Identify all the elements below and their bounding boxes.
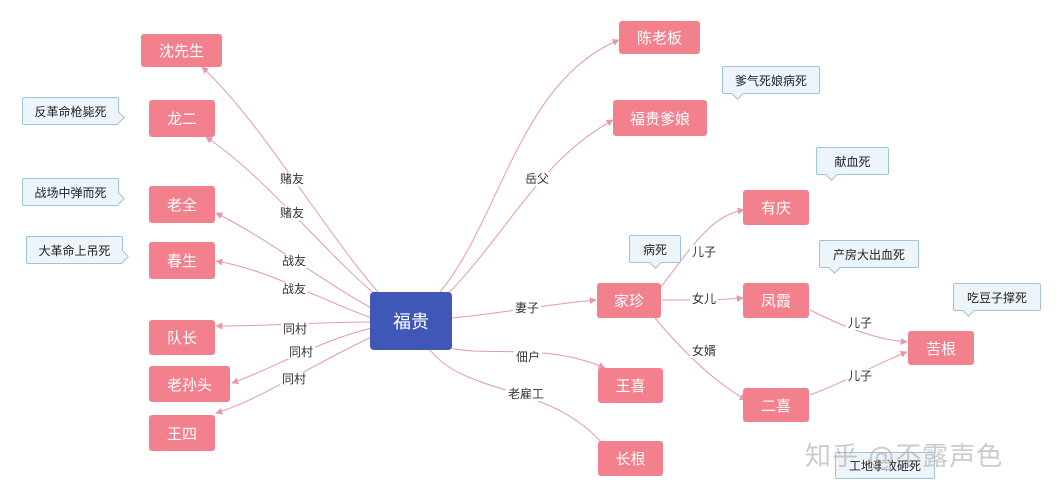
node-youqing[interactable]: 有庆	[743, 190, 809, 225]
edge-label-erzi-2: 儿子	[846, 316, 875, 330]
node-wangxi[interactable]: 王喜	[598, 368, 663, 403]
note-kugen: 吃豆子撑死	[953, 283, 1041, 311]
edge-label-dueyou-2: 赌友	[278, 206, 307, 220]
node-parents[interactable]: 福贵爹娘	[613, 100, 707, 136]
node-kugen[interactable]: 苦根	[908, 331, 974, 365]
edge-label-dianhu: 佃户	[514, 350, 543, 364]
watermark: 知乎 @不露声色	[805, 442, 1004, 472]
edge-to-wangxi	[439, 344, 606, 369]
node-jiazhen[interactable]: 家珍	[597, 283, 661, 318]
node-wangsi[interactable]: 王四	[149, 415, 215, 451]
note-erxi: 工地事故砸死	[835, 452, 935, 479]
note-youqing: 献血死	[816, 147, 889, 175]
edge-to-chenlaoban	[439, 39, 620, 293]
note-fengxia: 产房大出血死	[819, 240, 919, 268]
edge-label-dueyou-1: 赌友	[278, 172, 307, 186]
node-fengxia[interactable]: 凤霞	[743, 283, 809, 318]
center-node-fugui[interactable]: 福贵	[370, 292, 452, 350]
node-erxi[interactable]: 二喜	[743, 388, 809, 422]
edge-label-qizi: 妻子	[513, 301, 542, 315]
node-duizhang[interactable]: 队长	[149, 320, 215, 355]
edge-label-tongcun-2: 同村	[287, 345, 316, 359]
node-changgen[interactable]: 长根	[598, 441, 663, 476]
edge-to-erxi	[654, 317, 747, 401]
edge-to-youqing	[659, 207, 745, 289]
edge-label-nver: 女儿	[690, 292, 719, 306]
edge-label-tongcun-3: 同村	[280, 372, 309, 386]
note-chunsheng: 大革命上吊死	[26, 236, 123, 264]
note-long: 反革命枪毙死	[22, 97, 119, 125]
node-laoquan[interactable]: 老全	[149, 186, 215, 223]
edge-label-zhanyou-2: 战友	[280, 282, 309, 296]
edge-label-nvxu: 女婿	[690, 344, 719, 358]
node-long[interactable]: 龙二	[149, 100, 215, 137]
node-laosuntou[interactable]: 老孙头	[149, 366, 230, 402]
node-shen[interactable]: 沈先生	[141, 34, 222, 67]
edge-label-zhanyou-1: 战友	[280, 254, 309, 268]
edge-label-laoyonggong: 老雇工	[506, 387, 547, 401]
note-parents: 爹气死娘病死	[722, 66, 820, 94]
edge-to-long	[205, 136, 389, 306]
edge-label-erzi-3: 儿子	[846, 369, 875, 383]
edge-label-tongcun-1: 同村	[281, 322, 310, 336]
node-chenlaoban[interactable]: 陈老板	[619, 21, 700, 54]
edge-label-erzi-1: 儿子	[690, 245, 719, 259]
edge-to-parents	[444, 119, 614, 298]
node-chunsheng[interactable]: 春生	[149, 242, 215, 279]
note-laoquan: 战场中弹而死	[22, 178, 119, 206]
edge-to-changgen	[429, 349, 615, 459]
note-jiazhen: 病死	[629, 235, 681, 263]
edge-fengxia-kugen	[809, 309, 908, 346]
edge-label-yuefu: 岳父	[523, 172, 552, 186]
